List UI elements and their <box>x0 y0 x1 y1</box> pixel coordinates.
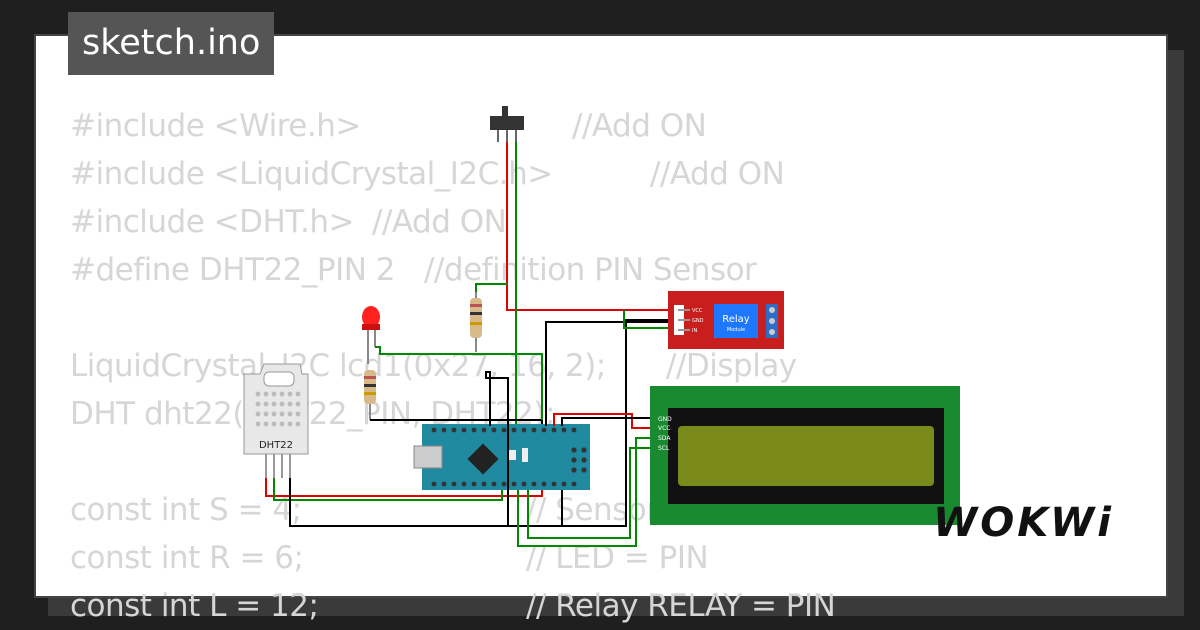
code-comment: // Relay RELAY = PIN <box>526 588 836 624</box>
dht-label: DHT22 <box>259 440 293 451</box>
resistor <box>364 370 376 420</box>
wire <box>506 142 678 311</box>
code-line: #include <DHT.h> <box>70 204 355 240</box>
code-comment: //Add ON <box>372 204 507 240</box>
wire <box>545 321 672 426</box>
relay-sublabel: Module <box>727 327 745 333</box>
code-comment: //Display <box>666 348 797 384</box>
led <box>362 306 380 364</box>
wire <box>289 478 563 527</box>
relay-label: Relay <box>722 314 750 325</box>
wokwi-logo: WOKWi <box>933 500 1114 546</box>
preview-card[interactable]: #include <Wire.h> //Add ON #include <Liq… <box>34 34 1168 624</box>
slide-switch[interactable] <box>490 106 524 142</box>
code-line: #include <Wire.h> <box>70 108 361 144</box>
code-comment: //definition PIN Sensor <box>424 252 757 288</box>
wire <box>623 310 672 329</box>
lcd-pin-gnd: GND <box>658 416 672 423</box>
wire <box>485 319 672 527</box>
lcd-display[interactable]: GND VCC SDA SCL <box>650 386 960 525</box>
relay-pin-vcc: VCC <box>692 308 703 314</box>
resistor <box>470 292 482 352</box>
code-line: const int L = 12; <box>70 588 319 624</box>
wire <box>561 417 650 426</box>
circuit-diagram[interactable]: DHT22 <box>36 36 1166 596</box>
relay-module[interactable]: Relay Module VCC GND IN <box>668 291 784 349</box>
code-line: #define DHT22_PIN 2 <box>70 252 396 288</box>
wire <box>375 346 543 420</box>
arduino-nano[interactable] <box>413 424 590 490</box>
lcd-pin-sda: SDA <box>658 435 671 442</box>
relay-pin-gnd: GND <box>692 318 704 324</box>
code-background: #include <Wire.h> //Add ON #include <Liq… <box>36 36 1166 624</box>
code-line: DHT dht22(DHT22_PIN, DHT22); <box>70 396 555 432</box>
code-comment: //Add ON <box>572 108 707 144</box>
lcd-pin-scl: SCL <box>658 445 670 452</box>
code-comment: //Add ON <box>650 156 785 192</box>
wire <box>265 478 543 497</box>
page-title: sketch.ino <box>68 12 275 75</box>
code-line: #include <LiquidCrystal_I2C.h> <box>70 156 553 192</box>
code-line: const int R = 6; <box>70 540 304 576</box>
lcd-pin-vcc: VCC <box>658 425 670 432</box>
relay-pin-in: IN <box>692 328 697 334</box>
dht22-sensor[interactable]: DHT22 <box>243 363 309 478</box>
wire <box>553 413 650 429</box>
code-line: const int S = 4; <box>70 492 302 528</box>
wire <box>527 447 650 539</box>
wire <box>517 437 650 547</box>
wire <box>475 283 507 292</box>
code-comment: // Sensor <box>526 492 659 528</box>
